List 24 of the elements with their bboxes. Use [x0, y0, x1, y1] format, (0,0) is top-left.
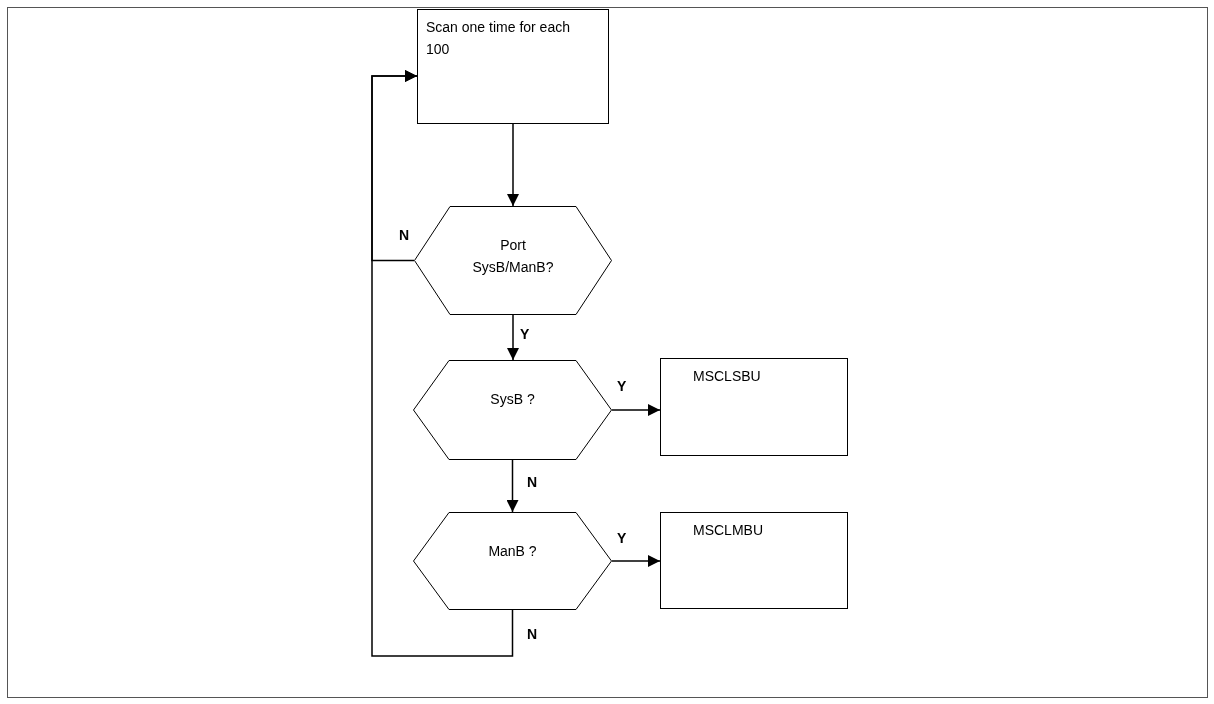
arrow [611, 555, 661, 567]
arrow [371, 70, 514, 657]
process-box [660, 512, 848, 609]
arrow [611, 404, 661, 416]
edge-label: Y [616, 378, 628, 394]
edge-label: N [526, 474, 539, 490]
decision-text: ManB ? [487, 542, 538, 561]
process-text: MSCLSBU [692, 367, 762, 386]
process-box [417, 9, 609, 124]
arrow [507, 123, 519, 207]
edge-label: N [526, 626, 539, 642]
decision-hexagon [413, 512, 612, 610]
process-box [660, 358, 848, 456]
edge-label: Y [616, 530, 628, 546]
edge-label: N [398, 227, 411, 243]
decision-text: Port SysB/ManB? [471, 236, 555, 277]
arrow [507, 314, 519, 361]
edge-label: Y [519, 326, 531, 342]
decision-hexagon [414, 206, 612, 315]
process-text: MSCLMBU [692, 521, 764, 540]
decision-hexagon [413, 360, 612, 460]
arrow [506, 459, 519, 513]
decision-text: SysB ? [489, 390, 536, 409]
process-text: Scan one time for each 100 [425, 18, 571, 59]
